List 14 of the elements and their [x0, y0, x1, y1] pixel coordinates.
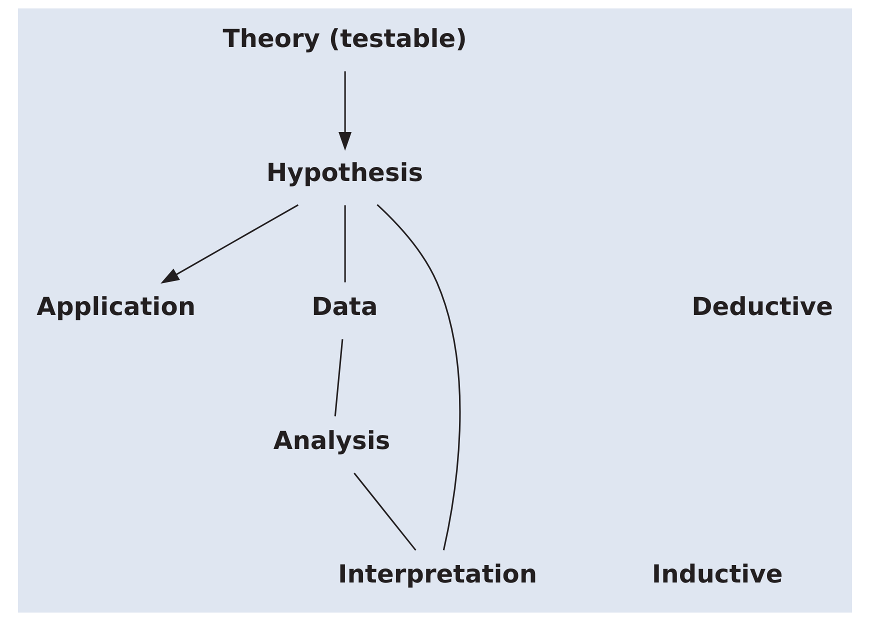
node-text: Application: [36, 292, 196, 321]
connector: [354, 472, 416, 551]
connector: [334, 339, 344, 416]
label: Inductive: [652, 560, 783, 589]
label: Deductive: [692, 292, 834, 321]
node-text: Analysis: [273, 426, 390, 455]
node-text: Theory (testable): [222, 24, 468, 53]
node-text: Data: [312, 292, 378, 321]
connector: [376, 204, 461, 550]
arrow: [160, 204, 299, 284]
connector: [344, 205, 346, 282]
node-text: Hypothesis: [266, 158, 424, 187]
node-text: Interpretation: [338, 560, 538, 589]
arrow: [338, 71, 352, 151]
